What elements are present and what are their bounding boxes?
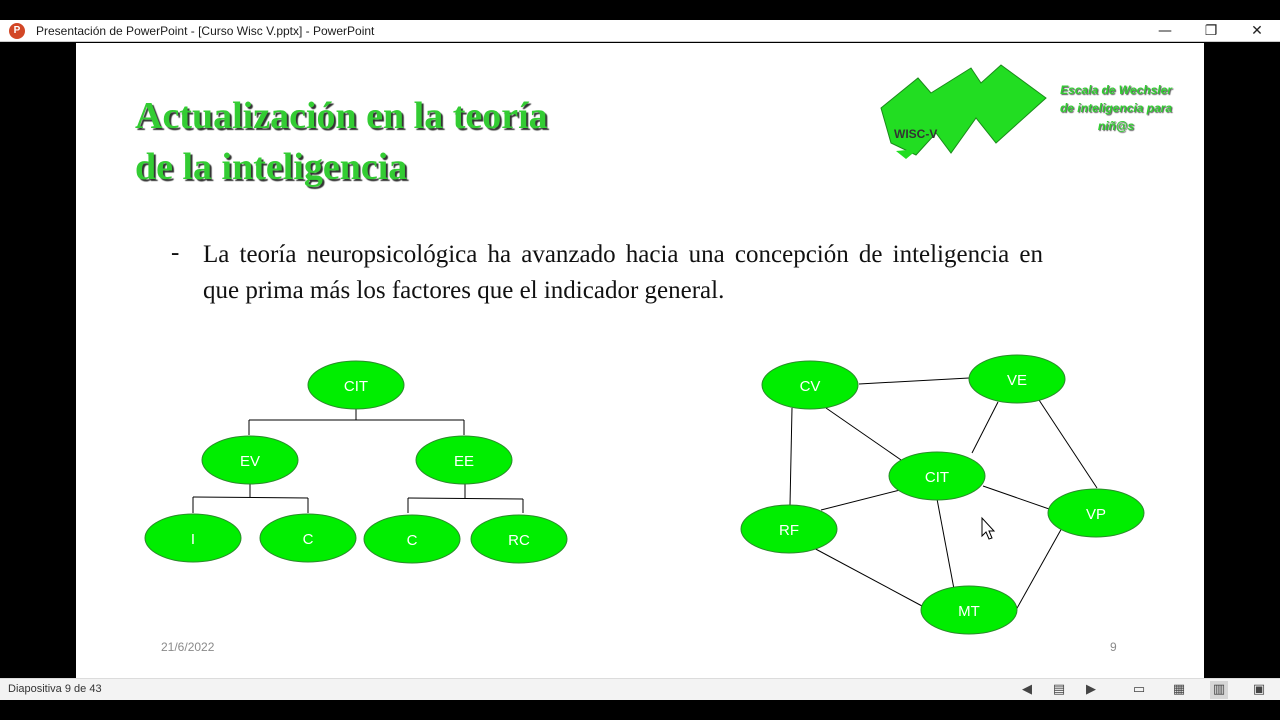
node-rc: RC (470, 514, 568, 564)
window-title: Presentación de PowerPoint - [Curso Wisc… (36, 24, 375, 38)
slide-counter: Diapositiva 9 de 43 (8, 683, 102, 695)
wisc-v-logo-icon: WISC-V (880, 64, 1047, 159)
slide-show-icon[interactable]: ▣ (1252, 682, 1266, 697)
close-button[interactable]: ✕ (1251, 23, 1263, 39)
node-label: VP (1086, 506, 1106, 523)
restore-button[interactable]: ❐ (1204, 23, 1218, 39)
logo-mark-text: WISC-V (894, 127, 937, 141)
node-c-left: C (259, 513, 357, 563)
slide-title-line-1: Actualización en la teoría (135, 95, 548, 137)
node-cv: CV (761, 360, 859, 410)
slide-menu-icon[interactable]: ▤ (1052, 682, 1066, 697)
slide-show-stage: Actualización en la teoría de la intelig… (0, 43, 1280, 678)
node-rf: RF (740, 504, 838, 554)
node-label: EE (454, 453, 474, 470)
next-slide-icon[interactable]: ▶ (1086, 682, 1096, 697)
node-mt: MT (920, 585, 1018, 635)
hierarchy-diagram: CIT EV EE I C C (144, 360, 568, 564)
node-ve: VE (968, 354, 1066, 404)
node-vp: VP (1047, 488, 1145, 538)
node-label: CIT (344, 378, 368, 395)
bottom-black-bar (0, 700, 1280, 720)
reading-view-icon[interactable]: ▥ (1210, 681, 1228, 699)
node-ev: EV (201, 435, 299, 485)
normal-view-icon[interactable]: ▭ (1132, 682, 1146, 697)
slide-title: Actualización en la teoría de la intelig… (135, 91, 695, 193)
previous-slide-icon[interactable]: ◀ (1022, 682, 1032, 697)
node-label: I (191, 531, 195, 548)
logo-caption: Escala de Wechsler de inteligencia para … (1046, 81, 1186, 135)
bullet-dash: - (171, 239, 180, 266)
node-label: RF (779, 522, 799, 539)
slide-date: 21/6/2022 (161, 640, 215, 654)
node-i: I (144, 513, 242, 563)
title-bar: P Presentación de PowerPoint - [Curso Wi… (0, 0, 1280, 42)
node-c-right: C (363, 514, 461, 564)
network-diagram: CV VE CIT RF VP MT (740, 354, 1145, 635)
slide-page-number: 9 (1110, 640, 1117, 654)
top-strip (0, 0, 1280, 20)
status-bar: Diapositiva 9 de 43 ◀ ▤ ▶ ▭ ▦ ▥ ▣ (0, 678, 1280, 700)
node-label: C (407, 532, 418, 549)
slide-title-line-2: de la inteligencia (135, 146, 408, 188)
logo-caption-line-1: Escala de Wechsler (1060, 83, 1172, 97)
node-label: VE (1007, 372, 1027, 389)
node-label: CIT (925, 469, 949, 486)
node-label: CV (800, 378, 821, 395)
slide[interactable]: Actualización en la teoría de la intelig… (76, 43, 1204, 678)
node-label: MT (958, 603, 980, 620)
logo-caption-line-3: niñ@s (1097, 119, 1135, 133)
mouse-cursor-icon (981, 516, 996, 540)
bullet-text: La teoría neuropsicológica ha avanzado h… (203, 241, 1043, 304)
powerpoint-icon: P (9, 23, 25, 39)
node-label: EV (240, 453, 260, 470)
node-ee: EE (415, 435, 513, 485)
node-label: C (303, 531, 314, 548)
logo-caption-line-2: de inteligencia para (1059, 101, 1173, 115)
slide-sorter-icon[interactable]: ▦ (1172, 682, 1186, 697)
node-cit-top: CIT (307, 360, 405, 410)
minimize-button[interactable]: — (1158, 23, 1172, 39)
node-label: RC (508, 532, 530, 549)
node-cit-center: CIT (888, 451, 986, 501)
